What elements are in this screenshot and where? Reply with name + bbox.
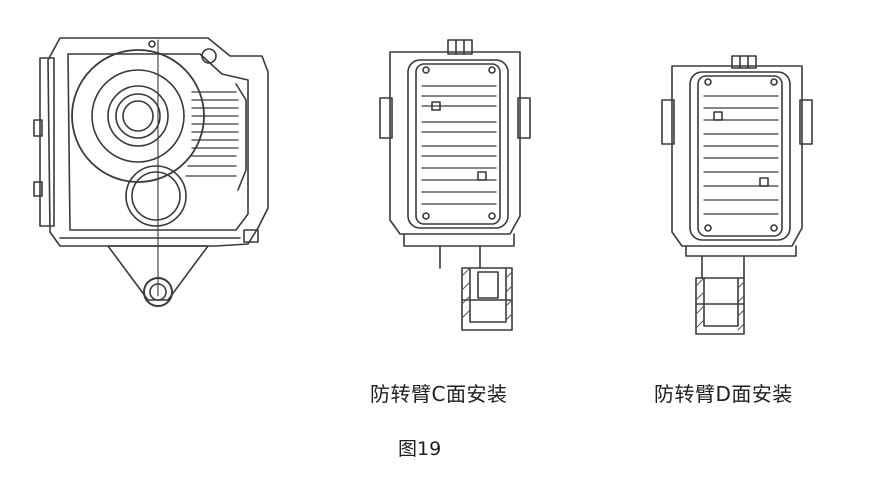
gearbox-c-face-view	[379, 39, 531, 331]
caption-c-face: 防转臂C面安装	[370, 382, 508, 406]
figure-label: 图19	[398, 438, 442, 460]
caption-d-face: 防转臂D面安装	[654, 382, 793, 406]
gearbox-d-face-view	[661, 55, 813, 335]
gearbox-side-view	[33, 37, 269, 307]
